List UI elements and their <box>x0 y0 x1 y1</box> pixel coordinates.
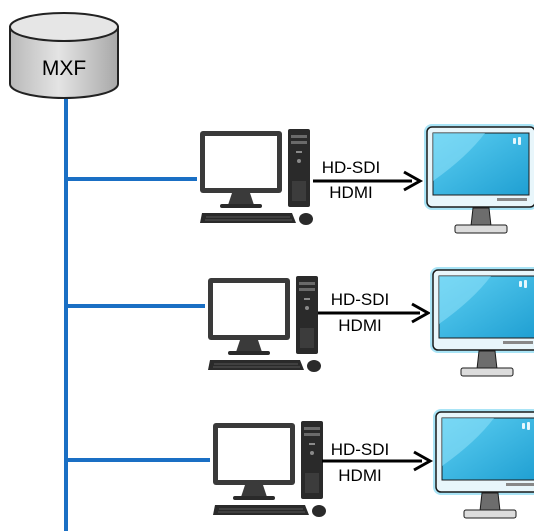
signal-label-bottom: HDMI <box>329 183 372 202</box>
arrowhead <box>403 170 424 192</box>
signal-label-top: HD-SDI <box>322 158 381 177</box>
playout-row-2: HD-SDI HDMI <box>66 266 534 377</box>
playout-row-1: HD-SDI HDMI <box>66 123 534 234</box>
signal-label-bottom: HDMI <box>338 316 381 335</box>
display-monitor-icon <box>423 123 534 234</box>
signal-label-top: HD-SDI <box>331 290 390 309</box>
desktop-computer-icon <box>207 275 322 373</box>
desktop-computer-icon <box>199 128 314 226</box>
arrowhead <box>413 450 434 472</box>
signal-label-top: HD-SDI <box>331 440 390 459</box>
display-monitor-icon <box>429 266 534 377</box>
database-icon <box>9 12 119 99</box>
display-monitor-icon <box>432 408 534 519</box>
desktop-computer-icon <box>212 420 327 518</box>
storage-label: MXF <box>42 57 86 80</box>
arrowhead <box>411 302 432 324</box>
signal-label-bottom: HDMI <box>338 466 381 485</box>
mxf-storage: MXF <box>9 12 119 99</box>
playout-row-3: HD-SDI HDMI <box>66 408 534 519</box>
